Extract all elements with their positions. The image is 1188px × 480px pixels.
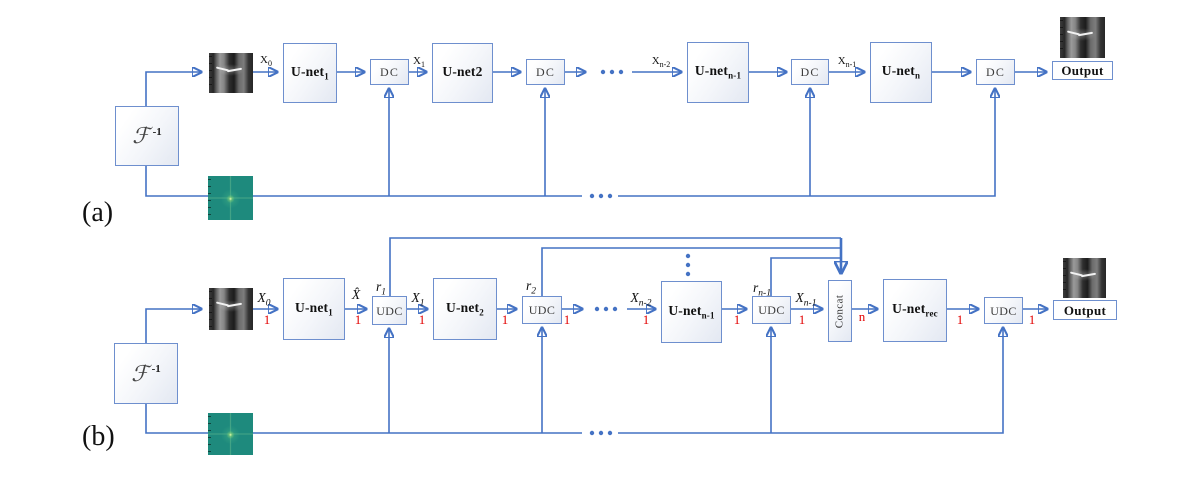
x1-label-b: X1 [411, 290, 425, 309]
kspace-image-a [208, 176, 253, 220]
rn-1-label-b: rn-1 [753, 280, 771, 299]
inverse-fourier-box-a: ℱ-1 [115, 106, 179, 166]
panel-b-label: (b) [82, 421, 115, 452]
panel-a-label: (a) [82, 197, 114, 228]
mri-input-image-a [209, 53, 253, 93]
unet-n-box-a: U-netn [870, 42, 932, 103]
unet1-label-a: U-net1 [291, 63, 329, 82]
mri-output-image-a [1060, 17, 1105, 58]
channels-concat-out-b: n [858, 309, 866, 324]
dc4-label-a: DC [985, 65, 1006, 79]
udc1-label-b: UDC [376, 303, 403, 318]
unet-n-1-label-a: U-netn-1 [694, 63, 742, 81]
inverse-fourier-box-b: ℱ-1 [114, 343, 178, 404]
mri-output-image-b [1063, 258, 1106, 298]
unet1-box-a: U-net1 [283, 43, 337, 103]
x0-label-a: X0 [260, 54, 272, 69]
udc2-label-b: UDC [528, 303, 556, 317]
kspace-image-b [208, 413, 253, 455]
channels-x1-b: 1 [418, 312, 426, 327]
dc1-label-a: DC [379, 65, 400, 79]
output-box-a: Output [1052, 61, 1113, 80]
output-label-b: Output [1063, 302, 1107, 318]
channels-unet2-out-b: 1 [501, 312, 509, 327]
channels-udc4-out-b: 1 [1028, 312, 1036, 327]
inverse-fourier-label-b: ℱ-1 [131, 360, 161, 386]
r1-label-b: r1 [375, 279, 387, 298]
dc2-box-a: DC [526, 59, 565, 85]
unet-rec-label-b: U-netrec [892, 301, 938, 319]
unet2-box-a: U-net2 [432, 43, 493, 103]
unet-n-1-label-b: U-netn-1 [668, 302, 715, 321]
xn-1-label-b: Xn-1 [795, 290, 817, 309]
dc3-box-a: DC [791, 59, 829, 85]
channels-xn-1-b: 1 [798, 312, 806, 327]
concat-box-b: Concat [828, 280, 852, 342]
channels-unet-rec-out-b: 1 [956, 312, 964, 327]
inverse-fourier-label-a: ℱ-1 [132, 123, 162, 148]
unet2-label-a: U-net2 [442, 63, 483, 79]
panel-b-connectors [145, 237, 1047, 436]
dc2-label-a: DC [535, 65, 556, 79]
unet1-box-b: U-net1 [283, 278, 345, 340]
r2-label-b: r2 [525, 278, 537, 297]
x0-label-b: X0 [257, 290, 271, 309]
concat-label-b: Concat [833, 294, 846, 328]
unet-n-1-box-b: U-netn-1 [661, 281, 722, 343]
channels-udc2-out-b: 1 [563, 312, 571, 327]
dc3-label-a: DC [800, 65, 820, 79]
xn-1-label-a: Xn-1 [837, 55, 857, 70]
unet-n-label-a: U-netn [881, 63, 921, 81]
channels-x0-b: 1 [263, 312, 271, 327]
output-box-b: Output [1053, 300, 1117, 320]
channels-xhat-b: 1 [354, 312, 362, 327]
udc4-box-b: UDC [984, 297, 1023, 324]
channels-unet-n-1-out-b: 1 [733, 312, 741, 327]
dc4-box-a: DC [976, 59, 1015, 85]
channels-xn-2-b: 1 [642, 312, 650, 327]
unet2-box-b: U-net2 [433, 278, 497, 340]
udc3-label-b: UDC [758, 303, 785, 317]
unet2-label-b: U-net2 [446, 299, 484, 318]
panel-a-connectors [145, 70, 1046, 199]
unet-rec-box-b: U-netrec [883, 279, 947, 342]
udc1-box-b: UDC [372, 296, 407, 325]
unet-n-1-box-a: U-netn-1 [687, 42, 749, 103]
udc2-box-b: UDC [522, 296, 562, 324]
xn-2-label-a: Xn-2 [651, 55, 671, 70]
dc1-box-a: DC [370, 59, 409, 85]
unet1-label-b: U-net1 [295, 299, 333, 318]
xn-2-label-b: Xn-2 [630, 290, 652, 309]
udc4-label-b: UDC [990, 303, 1017, 318]
x1-label-a: X1 [413, 55, 425, 70]
xhat-label-b: X̂ [351, 287, 361, 302]
output-label-a: Output [1061, 63, 1104, 78]
mri-input-image-b [209, 288, 253, 330]
udc3-box-b: UDC [752, 296, 791, 324]
